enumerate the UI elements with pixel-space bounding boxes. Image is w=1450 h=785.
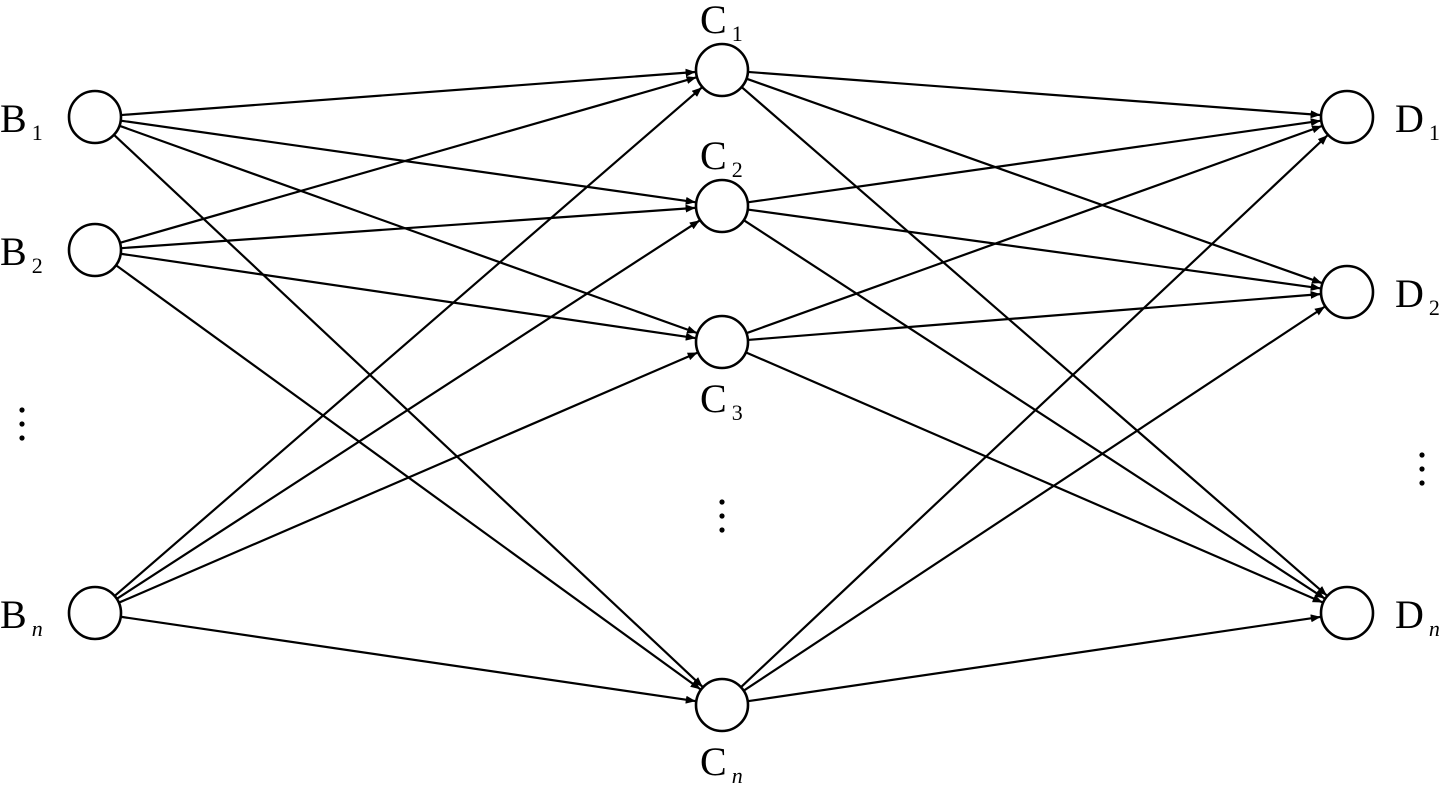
- node-bn: [67, 585, 123, 641]
- edge-bn-c3: [118, 351, 698, 604]
- node-d1: [1319, 89, 1375, 145]
- edge-bn-cn: [120, 615, 696, 704]
- edge-c3-dn: [745, 351, 1323, 604]
- label-main-c2: C: [700, 133, 727, 178]
- node-d2: [1319, 264, 1375, 320]
- node-b2: [67, 222, 123, 278]
- network-nodes: [67, 42, 1375, 733]
- label-main-c3: C: [700, 376, 727, 421]
- node-c3: [694, 314, 750, 370]
- ellipsis-markers: [19, 407, 1425, 533]
- ellipsis-b-icon: [19, 407, 25, 441]
- label-sub-d1: 1: [1429, 120, 1440, 145]
- label-sub-bn: n: [32, 616, 43, 641]
- label-sub-c2: 2: [732, 157, 743, 182]
- ellipsis-c-icon: [719, 499, 725, 533]
- edge-c3-d2: [747, 290, 1321, 342]
- label-main-b2: B: [0, 229, 27, 274]
- label-sub-c1: 1: [732, 21, 743, 46]
- label-main-d1: D: [1395, 96, 1424, 141]
- ellipsis-d-icon: [1419, 452, 1425, 486]
- label-sub-d2: 2: [1429, 295, 1440, 320]
- edge-c2-d1: [747, 118, 1321, 204]
- node-b1: [67, 89, 123, 145]
- label-sub-dn: n: [1429, 616, 1440, 641]
- edge-b2-c1: [119, 76, 697, 244]
- edge-c1-d1: [747, 70, 1321, 119]
- edge-c2-dn: [743, 219, 1325, 600]
- label-main-d2: D: [1395, 271, 1424, 316]
- edge-b2-c3: [120, 252, 696, 341]
- node-c1: [694, 42, 750, 98]
- connection-edges: [113, 68, 1329, 704]
- edge-bn-c2: [116, 219, 700, 600]
- label-sub-b2: 2: [32, 253, 43, 278]
- edge-cn-d2: [743, 305, 1326, 692]
- label-main-cn: C: [700, 739, 727, 784]
- node-dn: [1319, 585, 1375, 641]
- edge-bn-c1: [113, 86, 703, 597]
- node-cn: [694, 677, 750, 733]
- edge-b1-c3: [119, 124, 698, 334]
- edge-b1-c1: [120, 68, 696, 117]
- label-sub-b1: 1: [32, 120, 43, 145]
- edge-cn-dn: [747, 614, 1321, 703]
- label-main-dn: D: [1395, 592, 1424, 637]
- edge-c2-d2: [747, 208, 1321, 291]
- edge-c3-d1: [746, 125, 1323, 335]
- label-sub-c3: 3: [732, 400, 743, 425]
- edge-c1-dn: [740, 86, 1328, 597]
- label-main-b1: B: [0, 96, 27, 141]
- label-main-bn: B: [0, 592, 27, 637]
- node-c2: [694, 178, 750, 234]
- edge-cn-d1: [740, 134, 1329, 688]
- label-main-c1: C: [700, 0, 727, 42]
- edge-b2-c2: [120, 204, 696, 250]
- label-sub-cn: n: [732, 763, 743, 785]
- edge-c1-d2: [746, 77, 1323, 284]
- edge-b1-c2: [120, 119, 696, 205]
